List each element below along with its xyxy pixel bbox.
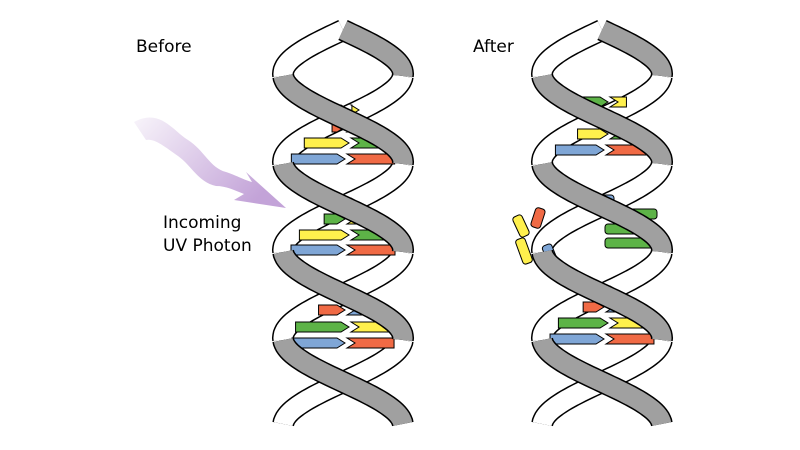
base-orange: [345, 153, 396, 165]
backbone-strand-b: [597, 21, 672, 77]
backbone-strand-a: [532, 250, 672, 341]
before-label: Before: [136, 37, 192, 57]
base-yellow: [577, 128, 609, 140]
backbone-strand-b: [273, 162, 413, 253]
broken-base-orange: [530, 207, 546, 229]
base-orange: [604, 333, 655, 345]
uv-label-line1: Incoming: [163, 213, 242, 233]
base-orange: [345, 244, 396, 256]
backbone-strand-b: [532, 338, 672, 426]
backbone-strand-b: [338, 21, 413, 77]
uv-photon-label: Incoming UV Photon: [163, 212, 252, 258]
dna-helix-before: [271, 20, 415, 427]
broken-base-yellow: [512, 214, 530, 238]
base-orange: [345, 337, 395, 349]
uv-label-line2: UV Photon: [163, 236, 252, 256]
after-label: After: [473, 37, 514, 57]
base-orange: [318, 304, 346, 316]
base-yellow: [298, 229, 350, 241]
base-green: [557, 317, 609, 329]
base-blue: [290, 244, 346, 256]
base-green: [295, 321, 350, 333]
backbone-strand-a: [273, 21, 348, 77]
base-blue: [549, 333, 605, 345]
backbone-front-strand: [531, 20, 674, 427]
backbone-strand-a: [273, 250, 413, 341]
backbone-strand-b: [273, 338, 413, 426]
backbone-strand-a: [532, 21, 607, 77]
backbone-strand-a: [273, 74, 413, 165]
backbone-strand-b: [532, 162, 672, 253]
uv-photon-arrow: [134, 117, 286, 208]
base-blue: [290, 153, 346, 165]
broken-base-yellow: [515, 237, 533, 265]
base-yellow: [608, 96, 627, 108]
base-yellow: [303, 137, 350, 149]
backbone-front-strand: [272, 20, 415, 427]
backbone-strand-a: [532, 74, 672, 165]
dna-helix-after: [512, 20, 674, 427]
base-blue: [554, 144, 605, 156]
